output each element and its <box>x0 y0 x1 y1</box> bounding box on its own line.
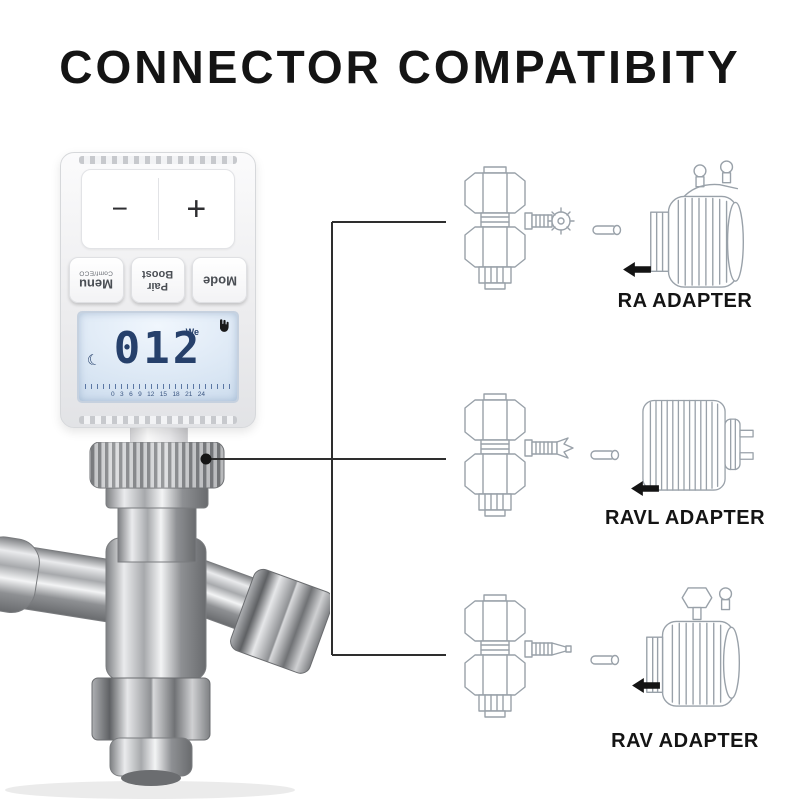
pair-boost-button: Pair Boost <box>130 257 186 303</box>
device-vents-bottom <box>79 416 237 424</box>
adapter-label-ra: RA ADAPTER <box>617 290 753 312</box>
left-arrow-icon <box>631 481 659 496</box>
valve-collar <box>105 485 209 509</box>
page-title: CONNECTOR COMPATIBITY <box>59 41 741 93</box>
mode-button: Mode <box>192 257 248 303</box>
ravl-pin-illustration <box>590 449 620 461</box>
minus-button: − <box>82 170 158 248</box>
rav-pin-illustration <box>590 654 620 666</box>
rav-adapter-illustration <box>646 587 741 707</box>
ra-pin-illustration <box>592 224 622 236</box>
left-arrow-icon <box>623 262 651 277</box>
plus-button: + <box>159 170 235 248</box>
lcd-display: ☾ 012 We 0 3 6 9 12 15 18 21 24 <box>77 311 239 403</box>
adapter-row-ravl: RAVL ADAPTER <box>435 385 790 565</box>
rav-valve-illustration <box>464 594 572 718</box>
lcd-schedule-ticks <box>85 384 231 389</box>
ra-valve-illustration <box>464 166 575 290</box>
device-button-row: Menu Comf/ECO Pair Boost Mode <box>69 257 248 303</box>
touch-hand-icon <box>220 319 229 332</box>
adapter-label-rav: RAV ADAPTER <box>611 730 759 752</box>
device-vents-top <box>79 156 237 164</box>
thermostat-device: − + Menu Comf/ECO Pair Boost <box>60 152 256 428</box>
adapter-row-rav: RAV ADAPTER <box>435 580 790 770</box>
adapter-label-ravl: RAVL ADAPTER <box>604 507 766 529</box>
mode-label: Mode <box>202 273 237 289</box>
valve-neck <box>117 505 197 563</box>
plus-label: + <box>186 189 207 228</box>
ravl-valve-illustration <box>464 393 574 517</box>
menu-label: Menu <box>79 276 114 292</box>
valve-body-photo <box>0 442 330 799</box>
minus-label: − <box>111 193 128 224</box>
left-arrow-icon <box>632 678 660 693</box>
menu-button: Menu Comf/ECO <box>69 257 124 303</box>
pair-label: Pair <box>147 280 169 293</box>
lcd-day: We <box>185 327 199 337</box>
bottom-hex-nut <box>91 677 211 741</box>
ravl-adapter-illustration <box>642 399 754 491</box>
lcd-schedule-scale: 0 3 6 9 12 15 18 21 24 <box>111 391 205 398</box>
plus-minus-panel: − + <box>81 169 235 249</box>
menu-sub-label: Comf/ECO <box>79 269 114 277</box>
adapter-row-ra: RA ADAPTER <box>435 150 790 335</box>
ra-adapter-illustration <box>650 160 744 288</box>
lcd-value: 012 <box>113 323 203 374</box>
panel-divider <box>157 178 159 240</box>
boost-label: Boost <box>142 268 174 280</box>
